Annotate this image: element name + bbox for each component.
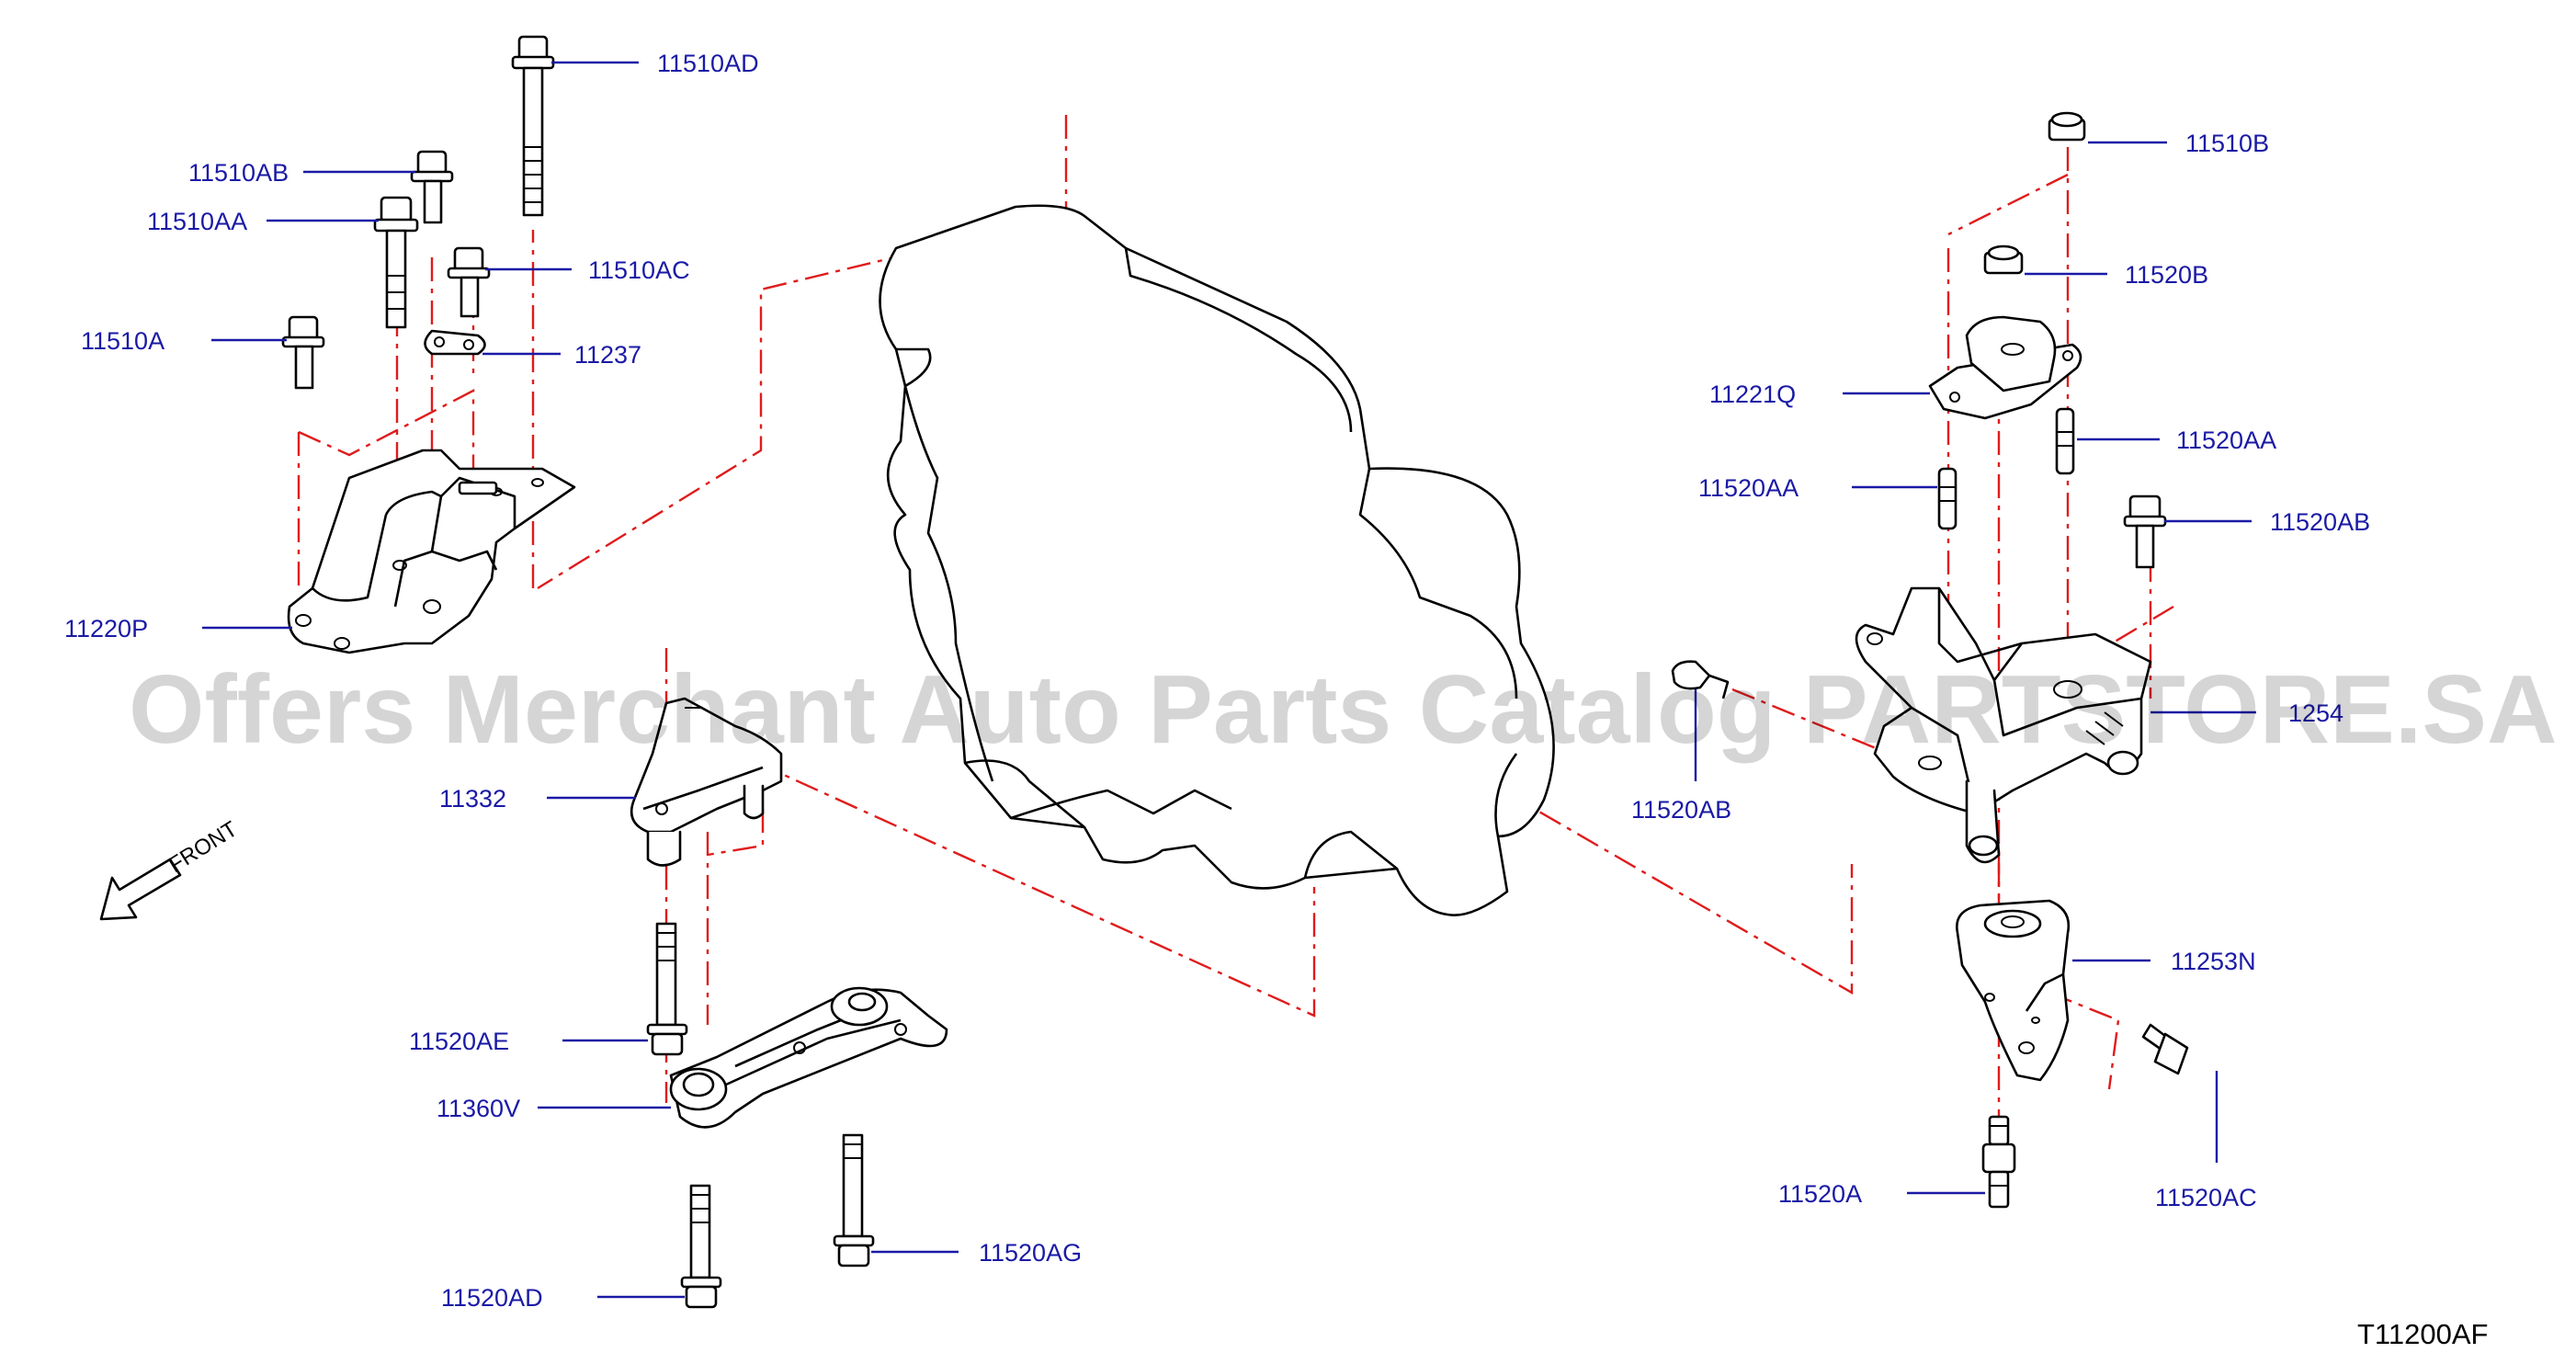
part-label-11510AC: 11510AC xyxy=(588,256,690,284)
part-label-1254: 1254 xyxy=(2288,699,2343,727)
part-label-11221Q: 11221Q xyxy=(1709,381,1796,408)
front-direction-label: FRONT xyxy=(165,816,243,878)
part-label-11220P: 11220P xyxy=(64,615,148,642)
bolt-11520AD xyxy=(680,1184,722,1309)
bolt-11510AA xyxy=(373,196,419,329)
part-label-11520AC: 11520AC xyxy=(2155,1184,2257,1211)
part-label-11520AB-lower: 11520AB xyxy=(1631,796,1731,824)
bracket-11332 xyxy=(630,697,783,867)
part-label-11520B: 11520B xyxy=(2125,261,2208,289)
part-label-11332: 11332 xyxy=(439,785,506,813)
part-label-11237: 11237 xyxy=(574,341,641,369)
mount-11221Q xyxy=(1928,315,2082,420)
bolt-11520AC xyxy=(2141,1023,2189,1075)
part-label-11520AD: 11520AD xyxy=(441,1284,543,1312)
part-labels: 11510AD 11510AB 11510AA 11510AC 11510A 1… xyxy=(64,50,2370,1312)
part-label-11520AE: 11520AE xyxy=(409,1028,509,1055)
bracket-11220P xyxy=(287,449,576,654)
front-arrow: FRONT xyxy=(99,816,243,921)
bolt-11520AB-upper xyxy=(2123,494,2167,569)
stud-11520AA-right xyxy=(2055,407,2075,475)
stud-11520AA-left xyxy=(1937,467,1958,530)
bolt-11510AB xyxy=(410,150,454,224)
part-label-11520A: 11520A xyxy=(1778,1180,1862,1208)
part-label-11520AA-left: 11520AA xyxy=(1698,474,1799,502)
bolt-11520AE xyxy=(646,922,688,1056)
clip-11520AB-lower xyxy=(1671,660,1730,699)
diagram-code: T11200AF xyxy=(2357,1318,2488,1350)
part-label-11520AB-upper: 11520AB xyxy=(2270,508,2370,536)
nut-11510B xyxy=(2048,111,2086,142)
bolt-11510AC xyxy=(447,246,491,318)
bracket-11253N xyxy=(1956,899,2071,1082)
watermark-text: Offers Merchant Auto Parts Catalog PARTS… xyxy=(129,655,2558,764)
part-label-11510AA: 11510AA xyxy=(147,208,247,235)
part-label-11253N: 11253N xyxy=(2171,948,2256,975)
part-label-11510A: 11510A xyxy=(81,327,165,355)
torque-rod-11360V xyxy=(669,986,948,1129)
nut-11520B xyxy=(1983,244,2024,275)
part-label-11360V: 11360V xyxy=(437,1095,520,1122)
part-label-11520AA-right: 11520AA xyxy=(2176,426,2276,454)
bolt-11510AD xyxy=(511,35,555,217)
part-label-11510AB: 11510AB xyxy=(188,159,289,187)
bolt-11510A xyxy=(281,315,325,390)
bolt-11520A xyxy=(1981,1115,2016,1209)
leader-lines xyxy=(202,61,2256,1299)
part-label-11510AD: 11510AD xyxy=(657,50,759,77)
engine-outline xyxy=(879,204,1555,916)
part-label-11520AG: 11520AG xyxy=(979,1239,1082,1267)
bolt-11520AG xyxy=(833,1133,875,1267)
part-label-11510B: 11510B xyxy=(2185,130,2269,157)
bracket-1254 xyxy=(1855,586,2152,864)
plate-11237 xyxy=(424,329,486,356)
